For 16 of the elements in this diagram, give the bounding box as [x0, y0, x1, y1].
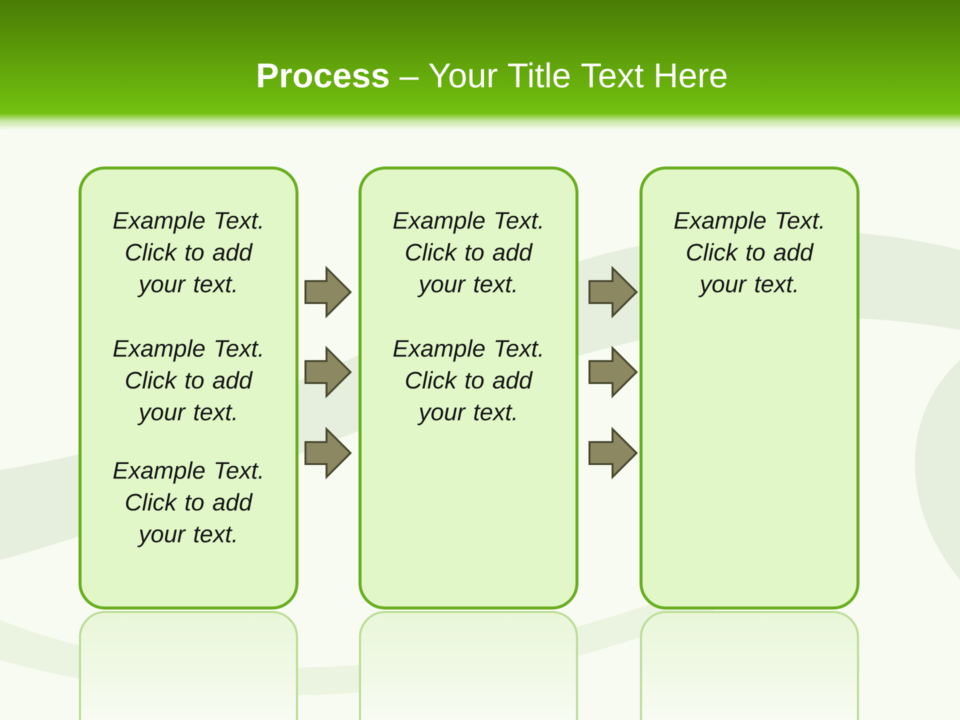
body-text: Example Text. Click to add your text. — [674, 211, 823, 298]
process-box — [358, 166, 578, 610]
body-text: Example Text. Click to add your text. — [113, 461, 262, 548]
title: Process – Your Title Text Here — [258, 62, 727, 88]
body-text: Example Text. Click to add your text. — [393, 211, 542, 298]
block-arrow — [588, 266, 638, 318]
block-arrow — [588, 346, 638, 398]
process-box — [78, 166, 298, 610]
body-text: Example Text. Click to add your text. — [113, 211, 262, 298]
block-arrow — [304, 266, 352, 318]
block-arrow — [588, 426, 638, 480]
body-text: Example Text. Click to add your text. — [393, 339, 542, 426]
process-box — [640, 166, 860, 610]
block-arrow — [304, 426, 352, 480]
body-text: Example Text. Click to add your text. — [113, 339, 262, 426]
block-arrow — [304, 346, 352, 398]
